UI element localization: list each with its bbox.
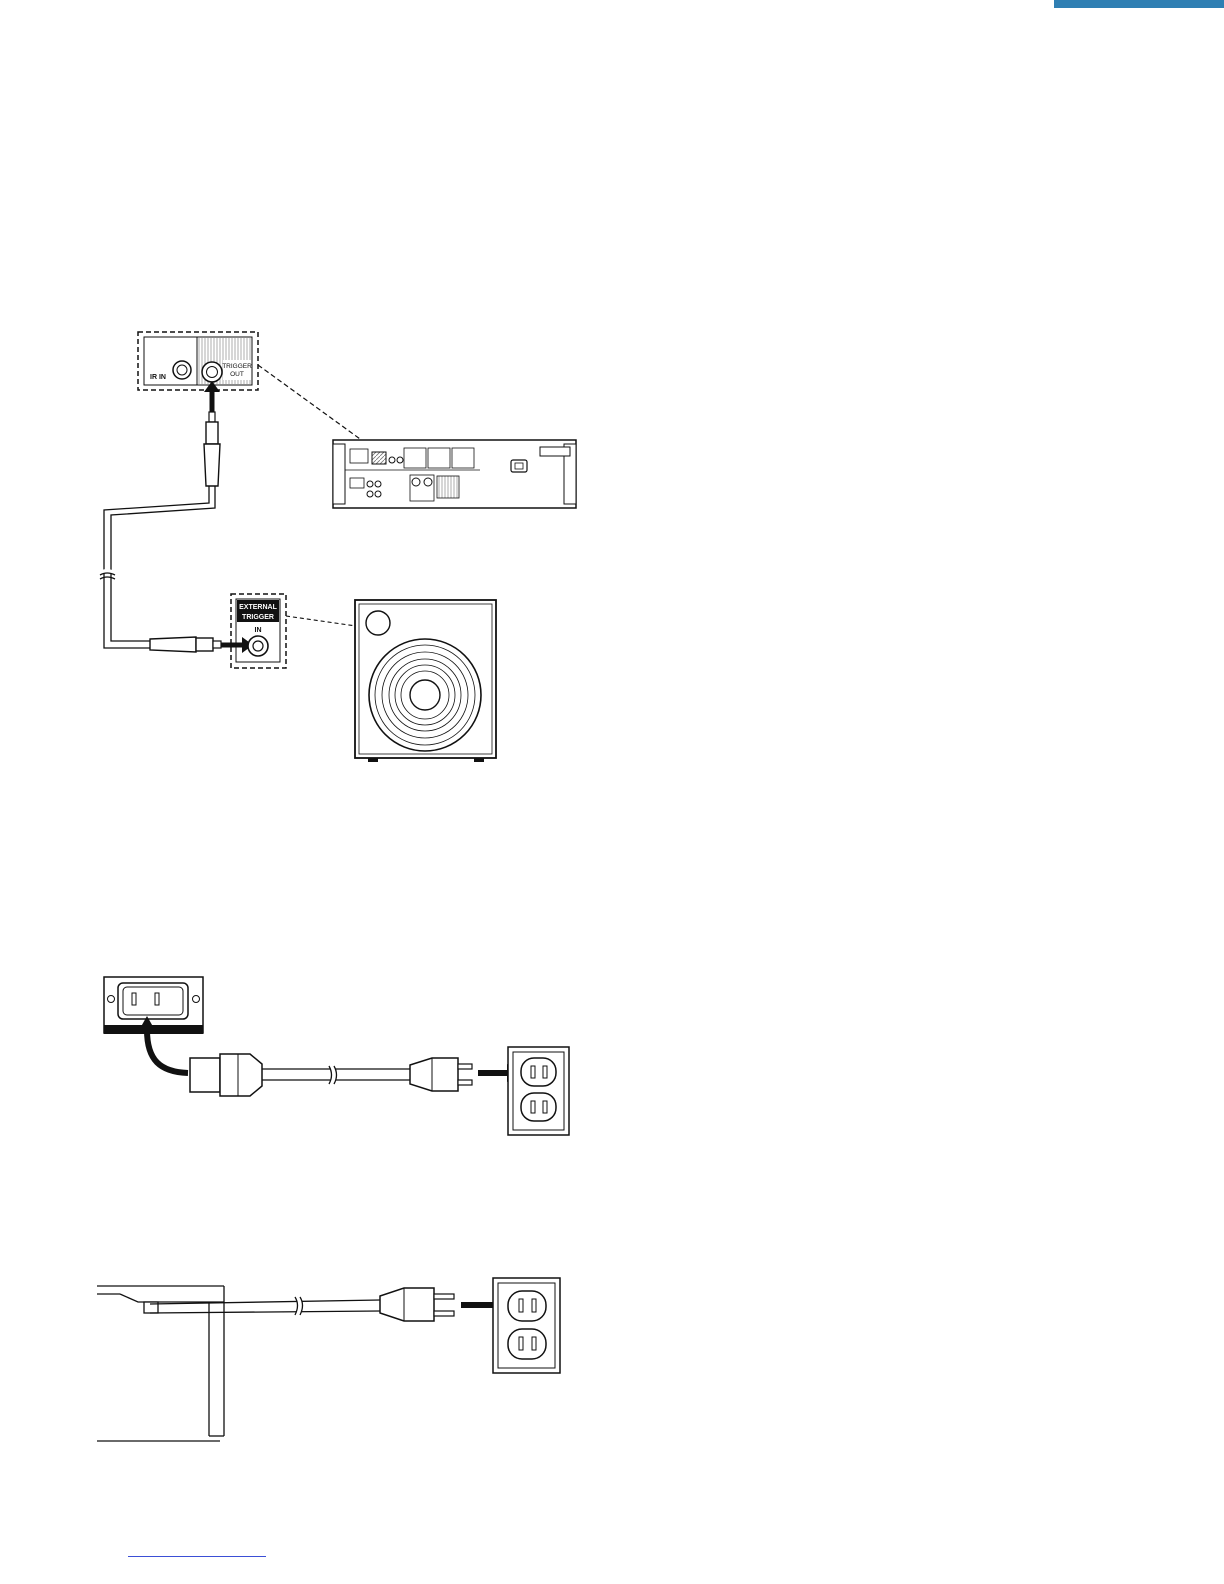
- external-trigger-label-line1: EXTERNAL: [239, 604, 277, 611]
- mini-plug-top: [204, 412, 220, 486]
- ac-inlet-panel: [104, 977, 203, 1034]
- fixed-wall-outlet: [493, 1278, 560, 1373]
- footer-link-underline[interactable]: [128, 1556, 266, 1557]
- receiver-jack-callout: IR IN TRIGGER OUT: [138, 332, 258, 390]
- trigger-out-label-line1: TRIGGER: [222, 363, 252, 370]
- fixed-cord-diagram: [97, 1278, 560, 1441]
- subwoofer-illustration: [355, 600, 496, 762]
- receiver-rear-panel: [333, 440, 576, 508]
- trigger-connection-diagram: IR IN TRIGGER OUT: [100, 332, 576, 762]
- trigger-cable: [100, 486, 215, 648]
- subwoofer-leader-line: [286, 616, 356, 626]
- fixed-power-cord: [150, 1296, 380, 1316]
- callout-leader-line: [258, 365, 378, 452]
- insert-arrow-up: [204, 381, 220, 412]
- wall-outlet: [508, 1047, 569, 1135]
- trigger-out-label-line2: OUT: [230, 371, 244, 378]
- power-cord: [262, 1065, 410, 1085]
- ir-in-jack: IR IN: [150, 361, 191, 381]
- unit-side-panel: [97, 1286, 224, 1441]
- ac-cord-diagram: [104, 977, 569, 1135]
- trigger-out-jack: TRIGGER OUT: [202, 360, 252, 382]
- iec-connector: [190, 1054, 262, 1096]
- ac-plug: [410, 1058, 472, 1091]
- subwoofer-jack-callout: EXTERNAL TRIGGER IN: [231, 594, 286, 668]
- fixed-ac-plug: [380, 1288, 454, 1321]
- ir-in-label: IR IN: [150, 374, 166, 381]
- mini-plug-bottom: [150, 637, 221, 652]
- external-trigger-label-line2: TRIGGER: [242, 614, 274, 621]
- in-label: IN: [255, 627, 262, 634]
